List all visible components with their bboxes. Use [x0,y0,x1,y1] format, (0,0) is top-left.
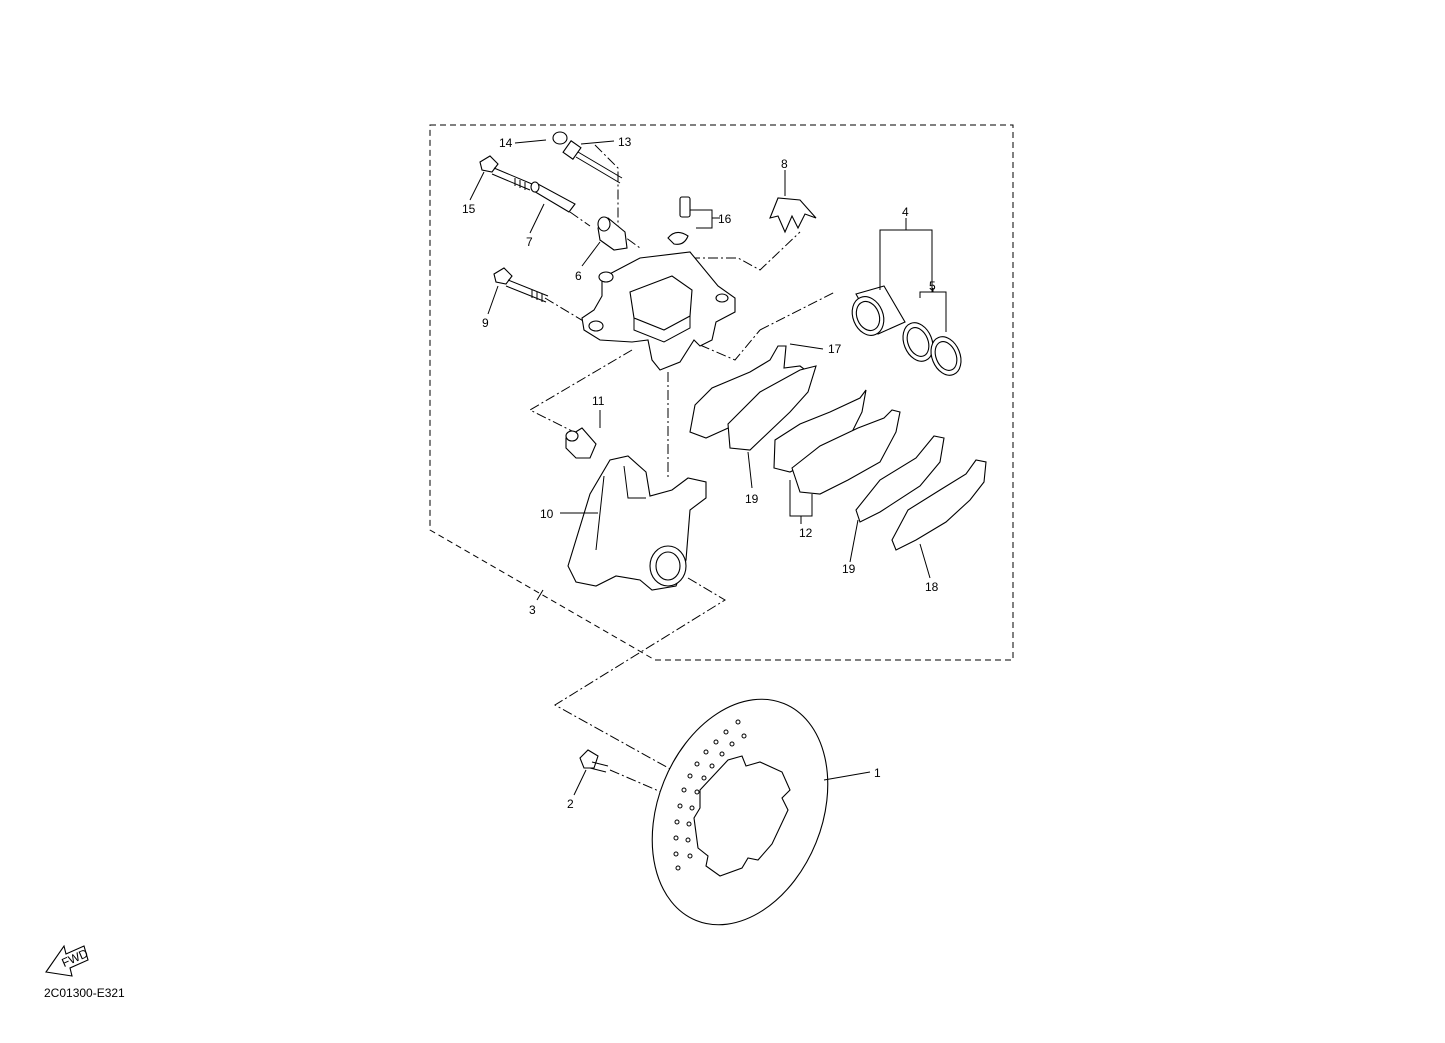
part-15-bolt [479,155,533,191]
part-11-boot [565,427,597,459]
callout-2: 2 [567,797,574,811]
callout-3: 3 [529,603,536,617]
part-4-piston [851,285,906,336]
part-1-brake-disc [651,698,829,926]
part-16-bleed-screw [667,196,691,245]
part-8-pad-spring [769,197,817,234]
callout-18: 18 [925,580,939,594]
leader-lines [469,139,947,796]
callout-labels: 1 2 3 4 5 6 7 8 9 10 11 12 13 14 15 16 1… [462,135,939,811]
callout-17: 17 [828,342,842,356]
fwd-arrow-icon: FWD [45,944,90,977]
callout-5: 5 [929,279,936,293]
part-19-brake-pad-right [855,435,945,523]
callout-1: 1 [874,766,881,780]
part-10-caliper-bracket [567,455,707,591]
callout-19-right: 19 [842,562,856,576]
part-17-pad-shim [689,345,809,439]
drawing-code: 2C01300-E321 [44,986,125,1000]
callout-11: 11 [592,394,605,408]
caliper-body [581,251,736,371]
disc-drill-holes [673,719,747,871]
part-19-brake-pad-left [727,365,817,451]
part-12-brake-pads [773,389,901,495]
callout-15: 15 [462,202,476,216]
callout-16: 16 [718,212,732,226]
callout-10: 10 [540,507,554,521]
part-18-pad-shim [891,459,987,551]
callout-8: 8 [781,157,788,171]
part-5-seals [902,322,962,376]
callout-6: 6 [575,269,582,283]
callout-14: 14 [499,136,513,150]
callout-19-left: 19 [745,492,759,506]
part-7-pin [530,181,576,213]
part-14-cap [552,131,568,145]
callout-4: 4 [902,205,909,219]
part-9-bolt [493,267,549,303]
caliper-assembly-boundary [429,124,1014,661]
part-2-disc-bolt [579,749,609,773]
callout-12: 12 [799,526,813,540]
assembly-lines [528,144,836,796]
callout-9: 9 [482,316,489,330]
part-13-pin-bolt [562,140,623,184]
callout-13: 13 [618,135,632,149]
part-6-boot [597,216,628,251]
callout-7: 7 [526,235,533,249]
